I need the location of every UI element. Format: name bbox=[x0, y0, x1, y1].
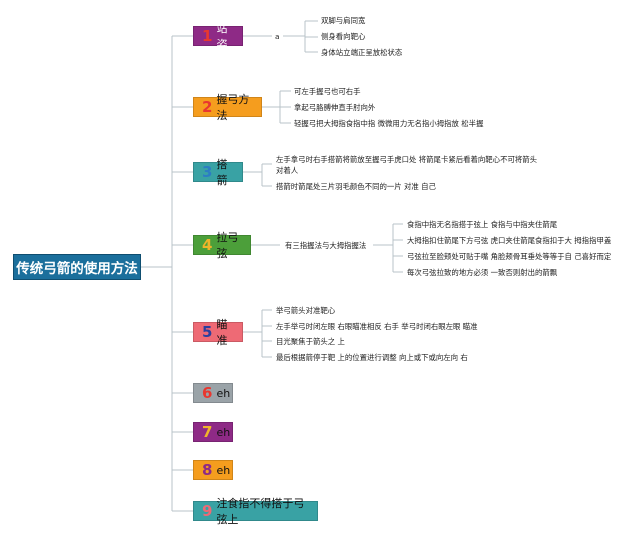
branch-3-nock[interactable]: 3 搭箭 bbox=[193, 158, 243, 187]
branch-number: 9 bbox=[202, 502, 213, 520]
branch-label: 拉弓弦 bbox=[216, 231, 239, 260]
b3-leaf-1[interactable]: 左手拿弓时右手搭箭将箭放至握弓手虎口处 将箭尾卡紧后看着向靶心不可将箭头对着人 bbox=[276, 155, 538, 175]
b4-subtopic[interactable]: 有三指握法与大拇指握法 bbox=[285, 241, 367, 250]
b1-leaf-2[interactable]: 侧身看向靶心 bbox=[321, 32, 366, 41]
b1-leaf-1[interactable]: 双脚与肩同宽 bbox=[321, 16, 366, 25]
b1-subtopic[interactable]: a bbox=[275, 32, 280, 41]
branch-2-grip[interactable]: 2 握弓方法 bbox=[193, 93, 262, 122]
branch-6[interactable]: 6 eh bbox=[193, 383, 233, 403]
branch-label: 瞄准 bbox=[216, 318, 228, 347]
branch-label: 注食指不得搭于弓弦上 bbox=[216, 497, 305, 526]
branch-number: 4 bbox=[202, 236, 213, 254]
b4-leaf-1[interactable]: 食指中指无名指搭于弦上 食指与中指夹住箭尾 bbox=[407, 220, 558, 229]
b5-leaf-2[interactable]: 左手举弓时闭左眼 右眼瞄准相反 右手 举弓时闭右眼左眼 瞄准 bbox=[276, 322, 478, 331]
branch-label: 搭箭 bbox=[216, 158, 228, 187]
branch-number: 6 bbox=[202, 384, 213, 402]
branch-label: eh bbox=[216, 463, 231, 477]
b2-leaf-1[interactable]: 可左手握弓也可右手 bbox=[294, 87, 361, 96]
b5-leaf-3[interactable]: 目光聚焦于箭头之 上 bbox=[276, 337, 345, 346]
branch-label: eh bbox=[216, 386, 231, 400]
b5-leaf-4[interactable]: 最后根据箭停于靶 上的位置进行调整 向上或下或向左向 右 bbox=[276, 353, 468, 362]
branch-number: 3 bbox=[202, 163, 213, 181]
branch-7[interactable]: 7 eh bbox=[193, 422, 233, 442]
branch-9-note[interactable]: 9 注食指不得搭于弓弦上 bbox=[193, 497, 318, 526]
b2-leaf-2[interactable]: 拿起弓胳膊伸直手肘向外 bbox=[294, 103, 376, 112]
root-topic[interactable]: 传统弓箭的使用方法 bbox=[13, 254, 141, 280]
b1-leaf-3[interactable]: 身体站立端正呈放松状态 bbox=[321, 48, 403, 57]
branch-number: 2 bbox=[202, 98, 213, 116]
b4-leaf-4[interactable]: 每次弓弦拉致的地方必须 一致否则射出的箭飘 bbox=[407, 268, 558, 277]
branch-number: 8 bbox=[202, 461, 213, 479]
branch-number: 7 bbox=[202, 423, 213, 441]
b4-leaf-3[interactable]: 弓弦拉至脸颊处可贴于嘴 角脸颊骨耳垂处等等于自 己喜好而定 bbox=[407, 252, 612, 261]
branch-4-draw[interactable]: 4 拉弓弦 bbox=[193, 231, 251, 260]
b5-leaf-1[interactable]: 举弓箭头对准靶心 bbox=[276, 306, 336, 315]
b3-leaf-2[interactable]: 搭箭时箭尾处三片羽毛颜色不同的一片 对准 自己 bbox=[276, 182, 436, 191]
branch-number: 5 bbox=[202, 323, 213, 341]
branch-8[interactable]: 8 eh bbox=[193, 460, 233, 480]
branch-label: eh bbox=[216, 425, 231, 439]
b4-leaf-2[interactable]: 大拇指扣住箭尾下方弓弦 虎口夹住箭尾食指扣于大 拇指指甲盖 bbox=[407, 236, 612, 245]
branch-5-aim[interactable]: 5 瞄准 bbox=[193, 318, 243, 347]
branch-label: 站姿 bbox=[216, 22, 228, 51]
branch-number: 1 bbox=[202, 27, 213, 45]
b2-leaf-3[interactable]: 轻握弓把大拇指食指中指 微微用力无名指小拇指放 松半握 bbox=[294, 119, 484, 128]
branch-1-stance[interactable]: 1 站姿 bbox=[193, 22, 243, 51]
branch-label: 握弓方法 bbox=[216, 93, 250, 122]
